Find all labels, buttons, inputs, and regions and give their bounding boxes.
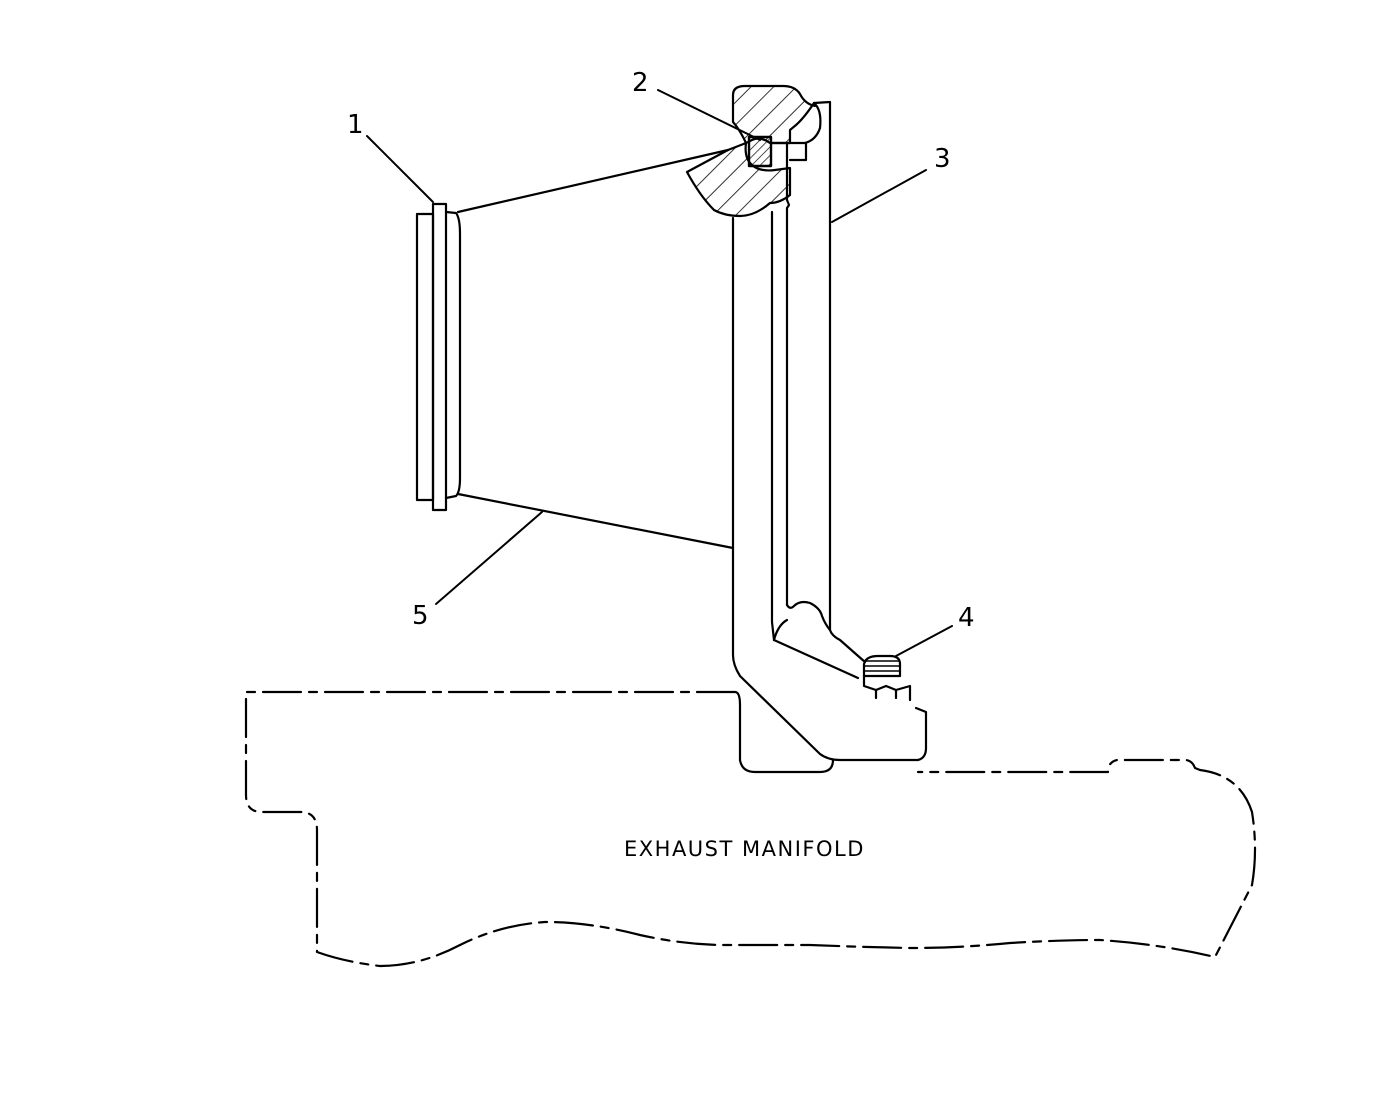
manifold-mounting-pad	[733, 690, 835, 774]
leader-4	[895, 625, 953, 657]
leader-lines	[366, 89, 953, 657]
seal-ring	[747, 135, 808, 168]
callout-5: 5	[412, 601, 429, 631]
drain-plug	[862, 654, 912, 702]
exhaust-manifold-outline	[244, 690, 1257, 968]
adapter-cone	[456, 148, 735, 550]
leader-3	[831, 169, 927, 223]
clamp-flange-section	[685, 84, 817, 218]
callout-1: 1	[347, 110, 364, 140]
callout-4: 4	[958, 603, 975, 633]
leader-5	[435, 511, 543, 605]
leader-2	[657, 89, 761, 141]
callout-3: 3	[934, 144, 951, 174]
leader-1	[366, 135, 434, 203]
callout-2: 2	[632, 68, 649, 98]
exhaust-manifold-label: EXHAUST MANIFOLD	[624, 837, 865, 861]
flange-ring	[415, 202, 462, 512]
